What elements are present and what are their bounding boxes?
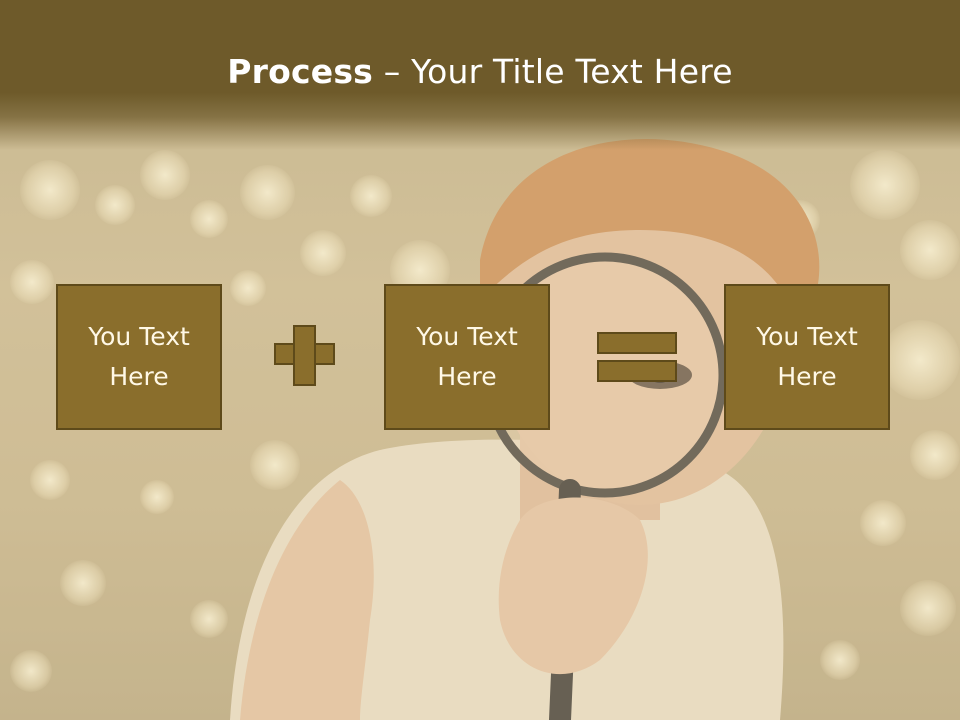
process-box-3[interactable]: You Text Here	[724, 284, 890, 430]
process-box-2-text: You Text Here	[416, 322, 518, 391]
process-box-3-text: You Text Here	[756, 322, 858, 391]
process-box-2[interactable]: You Text Here	[384, 284, 550, 430]
title-rest-part: – Your Title Text Here	[373, 52, 733, 91]
title-bold-part: Process	[227, 52, 374, 91]
process-box-1-text: You Text Here	[88, 322, 190, 391]
process-box-1[interactable]: You Text Here	[56, 284, 222, 430]
title-bar	[0, 0, 960, 150]
slide-title: Process – Your Title Text Here	[0, 52, 960, 91]
